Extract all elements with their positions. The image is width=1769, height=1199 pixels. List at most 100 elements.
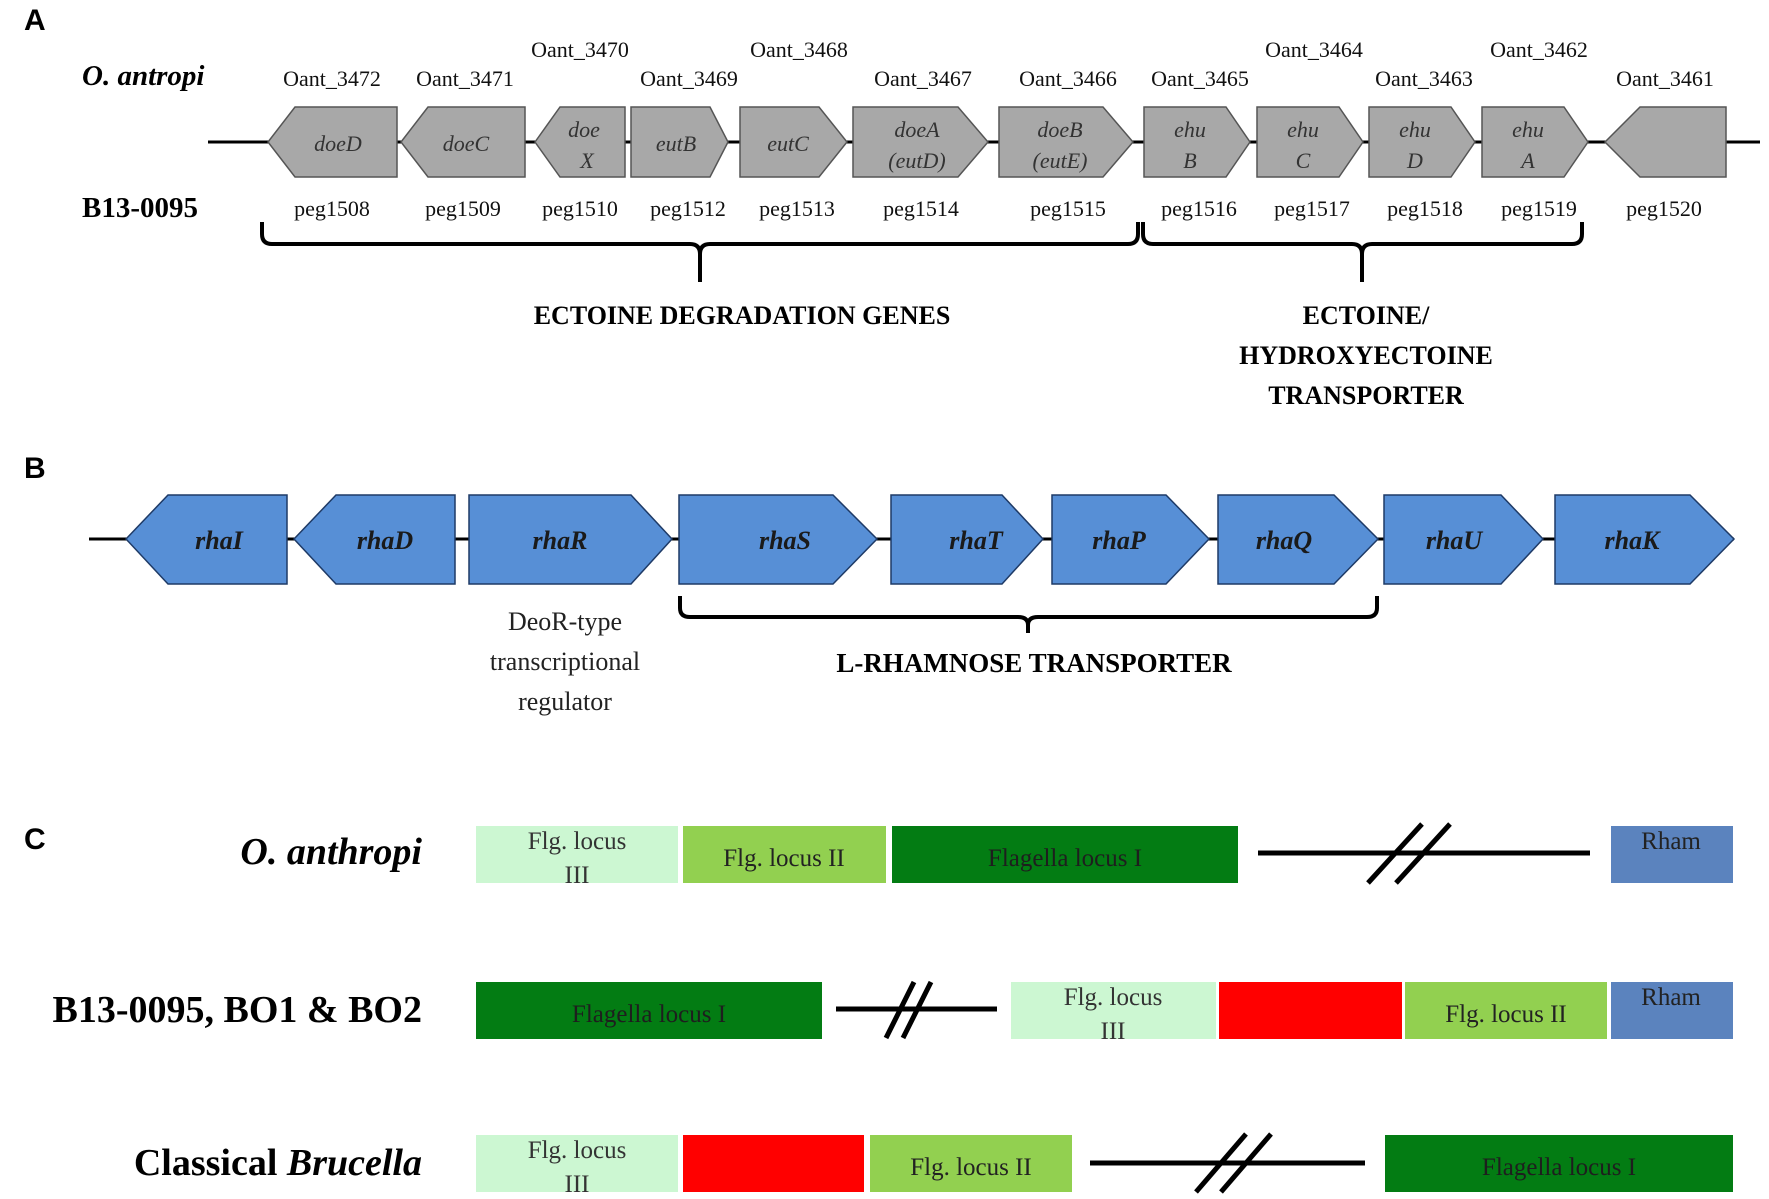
block-flg-locus-ii	[870, 1135, 1072, 1192]
peg-id-1515: peg1515	[1030, 196, 1106, 221]
gene-arrow-rhaQ	[1217, 494, 1380, 585]
group-label-transporter-line1: ECTOINE/	[1303, 301, 1430, 330]
gene-arrow-doeB	[998, 106, 1134, 178]
peg-id-1514: peg1514	[883, 196, 959, 221]
brace-ectoine-degradation	[260, 222, 1140, 282]
gene-arrow-rhaI	[124, 494, 288, 585]
block-flagella-locus-i	[476, 982, 822, 1039]
gene-arrow-doeC	[400, 106, 526, 178]
gene-label-doeX-line1: doe	[568, 117, 600, 142]
gene-arrow-rhaU	[1383, 494, 1545, 585]
organism-o-antropi: O. antropi	[82, 60, 204, 92]
locus-id-oant-3467: Oant_3467	[874, 66, 972, 91]
gene-arrow-ehuA	[1481, 106, 1589, 178]
peg-id-1517: peg1517	[1274, 196, 1350, 221]
locus-id-oant-3468: Oant_3468	[750, 37, 848, 62]
gene-arrow-eutB	[630, 106, 729, 178]
gene-arrow-eutC	[739, 106, 848, 178]
block-label: Flg. locus II	[910, 1154, 1032, 1181]
gene-arrow-doeD	[267, 106, 398, 178]
gene-arrow-rhaP	[1051, 494, 1211, 585]
break-mark	[1219, 1132, 1273, 1194]
locus-id-oant-3461: Oant_3461	[1616, 66, 1714, 91]
block-flg-locus-ii	[1405, 982, 1607, 1039]
block-flagella-locus-i	[892, 826, 1238, 883]
row-label-o-anthropi: O. anthropi	[240, 831, 422, 873]
gene-label-ehuB-line1: ehu	[1174, 117, 1206, 142]
locus-id-oant-3469: Oant_3469	[640, 66, 738, 91]
gene-arrow-rhaT	[890, 494, 1045, 585]
block-label: Flg. locus II	[1445, 1001, 1567, 1028]
group-label-rhamnose-transporter: L-RHAMNOSE TRANSPORTER	[836, 648, 1232, 678]
gene-label-rhaK: rhaK	[1605, 526, 1662, 555]
block-flg-locus-iii	[1011, 982, 1216, 1039]
block-rham	[1611, 826, 1733, 883]
gene-arrow-rhaS	[678, 494, 879, 585]
block-label: Flagella locus I	[988, 845, 1142, 872]
locus-id-oant-3471: Oant_3471	[416, 66, 514, 91]
block-label-line1: Flg. locus	[1064, 984, 1163, 1011]
peg-id-1509: peg1509	[425, 196, 501, 221]
gene-label-ehuC-line2: C	[1296, 148, 1311, 173]
locus-id-oant-3465: Oant_3465	[1151, 66, 1249, 91]
block-label-line1: Flg. locus	[528, 828, 627, 855]
regulator-label-line2: transcriptional	[490, 647, 640, 676]
block-label-line2: III	[1101, 1018, 1126, 1045]
gene-label-eutB: eutB	[656, 131, 696, 156]
block-label-line1: Flg. locus	[528, 1137, 627, 1164]
block-flg-locus-ii	[683, 826, 886, 883]
block-red-region	[683, 1135, 864, 1192]
gene-arrow-ehuC	[1256, 106, 1364, 178]
row-label-prefix: Classical	[134, 1142, 287, 1184]
block-rham	[1611, 982, 1733, 1039]
peg-id-1519: peg1519	[1501, 196, 1577, 221]
locus-id-oant-3464: Oant_3464	[1265, 37, 1363, 62]
block-label-line2: III	[565, 862, 590, 889]
gene-arrow-rhaK	[1554, 494, 1736, 585]
break-mark	[883, 980, 917, 1040]
peg-id-1508: peg1508	[294, 196, 370, 221]
block-label: Flagella locus I	[572, 1001, 726, 1028]
gene-label-doeB-line1: doeB	[1037, 117, 1082, 142]
block-label: Rham	[1641, 828, 1701, 855]
row-label-classical-brucella: Classical Brucella	[134, 1142, 422, 1184]
panel-b-letter: B	[24, 452, 46, 485]
regulator-label-line3: regulator	[518, 687, 612, 716]
locus-id-oant-3462: Oant_3462	[1490, 37, 1588, 62]
block-label: Flg. locus II	[723, 845, 845, 872]
peg-id-1516: peg1516	[1161, 196, 1237, 221]
gene-label-rhaU: rhaU	[1426, 526, 1484, 555]
gene-arrow-ehuD	[1368, 106, 1476, 178]
gene-arrow-ehuB	[1143, 106, 1251, 178]
gene-label-ehuA-line2: A	[1519, 148, 1535, 173]
panel-a-letter: A	[24, 4, 46, 37]
gene-label-ehuD-line2: D	[1406, 148, 1423, 173]
gene-label-rhaP: rhaP	[1092, 526, 1147, 555]
gene-label-ehuA-line1: ehu	[1512, 117, 1544, 142]
break-mark	[1194, 1132, 1248, 1194]
gene-arrow-unnamed	[1603, 106, 1727, 178]
locus-id-oant-3472: Oant_3472	[283, 66, 381, 91]
row-label-b13-0095: B13-0095, BO1 & BO2	[53, 989, 422, 1031]
block-flg-locus-iii	[476, 1135, 678, 1192]
gene-arrow-doeX	[534, 106, 626, 178]
break-mark	[900, 980, 934, 1040]
regulator-label-line1: DeoR-type	[508, 607, 622, 636]
brace-ectoine-transporter	[1141, 222, 1584, 282]
block-flagella-locus-i	[1385, 1135, 1733, 1192]
gene-arrow-rhaR	[468, 494, 674, 585]
break-mark	[1394, 822, 1452, 885]
group-label-transporter-line3: TRANSPORTER	[1268, 381, 1464, 410]
organism-b13-0095: B13-0095	[82, 192, 198, 224]
row-label-italic: Brucella	[286, 1142, 422, 1184]
block-label: Flagella locus I	[1482, 1154, 1636, 1181]
gene-label-doeX-line2: X	[579, 148, 595, 173]
break-mark	[1366, 822, 1424, 885]
gene-label-ehuC-line1: ehu	[1287, 117, 1319, 142]
gene-label-rhaQ: rhaQ	[1256, 526, 1313, 555]
gene-arrow-doeA	[852, 106, 989, 178]
block-flg-locus-iii	[476, 826, 678, 883]
group-label-ectoine-degradation: ECTOINE DEGRADATION GENES	[534, 301, 951, 330]
gene-label-doeA-line2: (eutD)	[888, 148, 945, 173]
